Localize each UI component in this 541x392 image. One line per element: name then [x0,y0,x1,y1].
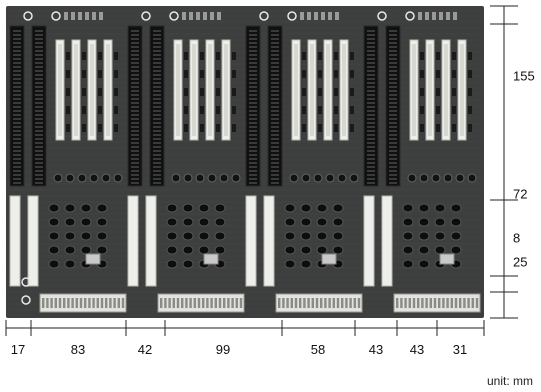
dim-label-v-1: 155 [513,68,535,84]
dim-label-h-8: 31 [452,342,468,357]
dim-label-h-1: 17 [10,342,26,357]
dim-label-h-7: 43 [409,342,425,357]
dim-label-h-6: 43 [368,342,384,357]
unit-note: unit: mm [486,374,533,388]
dim-label-v-4: 25 [513,254,528,270]
board-segment [245,11,363,313]
board-segment [9,11,127,313]
dim-label-h-3: 42 [137,342,153,357]
dim-label-h-5: 58 [310,342,326,357]
board-segment [363,11,481,313]
dim-label-v-2: 72 [513,186,528,202]
dim-label-h-2: 83 [70,342,86,357]
dim-label-h-4: 99 [215,342,231,357]
board-segment [127,11,245,313]
dim-label-v-3: 8 [513,230,521,246]
